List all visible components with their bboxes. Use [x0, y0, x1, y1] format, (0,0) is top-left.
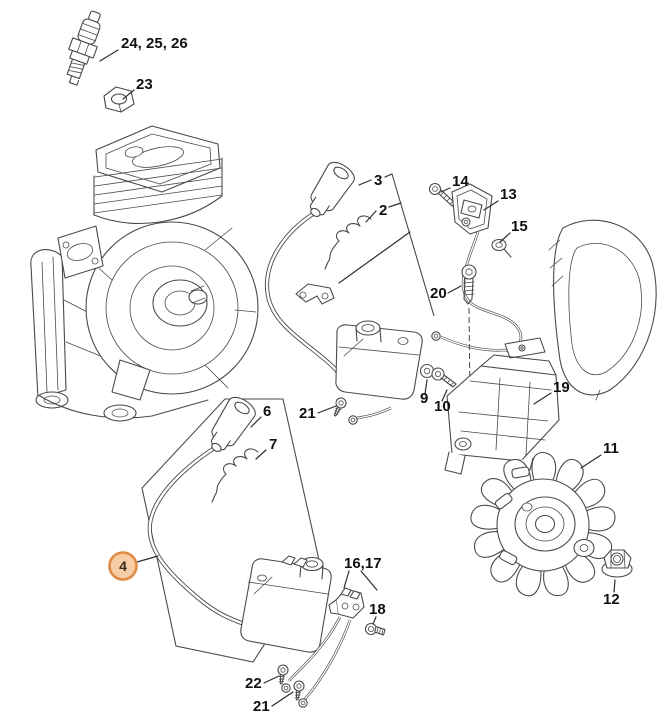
switch-shaft-drawing — [419, 182, 546, 399]
housing-19-drawing — [444, 354, 560, 475]
callout-6[interactable]: 6 — [263, 403, 271, 420]
callout-4[interactable]: 4 — [119, 558, 127, 574]
shroud-drawing — [548, 219, 657, 401]
callout-23[interactable]: 23 — [136, 76, 153, 93]
engine-assembly-drawing — [30, 125, 259, 422]
callout-18[interactable]: 18 — [369, 601, 386, 618]
ignition-lead-lower-drawing — [147, 392, 332, 653]
callout-22[interactable]: 22 — [245, 675, 262, 692]
callout-15[interactable]: 15 — [511, 218, 528, 235]
callout-2[interactable]: 2 — [379, 202, 387, 219]
selected-part-badge[interactable]: 4 — [108, 551, 138, 581]
flywheel-nut-drawing — [601, 549, 633, 578]
callout-19[interactable]: 19 — [553, 379, 570, 396]
flywheel-drawing — [469, 451, 618, 599]
spark-plug-cap-drawing — [103, 86, 135, 113]
callout-9[interactable]: 9 — [420, 390, 428, 407]
callout-21-upper[interactable]: 21 — [299, 405, 316, 422]
ignition-lead-upper-drawing — [264, 157, 423, 425]
callout-3[interactable]: 3 — [374, 172, 382, 189]
callout-13[interactable]: 13 — [500, 186, 517, 203]
callout-14[interactable]: 14 — [452, 173, 469, 190]
badge-circle[interactable] — [108, 551, 138, 581]
group-4-outline — [141, 398, 320, 663]
leader-lines — [99, 49, 616, 707]
spark-plug-drawing — [66, 10, 101, 86]
callout-11[interactable]: 11 — [603, 440, 619, 457]
callout-12[interactable]: 12 — [603, 591, 620, 608]
callout-16-17[interactable]: 16,17 — [344, 555, 382, 572]
contact-spring-16-17-drawing — [287, 587, 365, 700]
callout-7[interactable]: 7 — [269, 436, 277, 453]
callout-10[interactable]: 10 — [434, 398, 451, 415]
callout-24-25-26[interactable]: 24, 25, 26 — [121, 35, 188, 52]
screw-18-drawing — [364, 622, 386, 636]
callout-21-lower[interactable]: 21 — [253, 698, 270, 715]
callout-20[interactable]: 20 — [430, 285, 447, 302]
